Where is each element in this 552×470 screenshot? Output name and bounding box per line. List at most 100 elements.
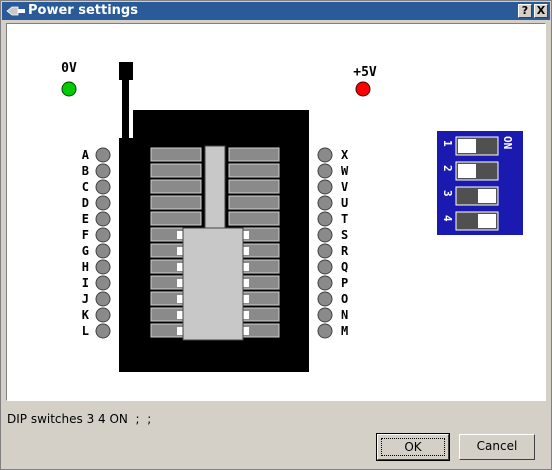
pin-label-left: H — [82, 260, 89, 274]
dip-switch-number: 4 — [441, 215, 454, 222]
app-icon — [6, 6, 25, 16]
title-bar[interactable]: Power settings ? X — [2, 2, 550, 20]
dip-switch-4[interactable] — [455, 211, 499, 231]
socket-slot-left — [150, 211, 202, 226]
pin-pad-left[interactable] — [95, 227, 111, 243]
pin-pad-right[interactable] — [317, 147, 333, 163]
pin-label-right: P — [341, 276, 348, 290]
pin-pad-left[interactable] — [95, 195, 111, 211]
pin-pad-left[interactable] — [95, 259, 111, 275]
pin-pad-left[interactable] — [95, 243, 111, 259]
pin-label-left: A — [82, 148, 90, 162]
pin-pad-right[interactable] — [317, 195, 333, 211]
pin-label-left: G — [82, 244, 89, 258]
dip-switch-knob — [478, 214, 496, 228]
pin-pad-left[interactable] — [95, 179, 111, 195]
pin-label-left: D — [82, 196, 89, 210]
chip-pin-left — [177, 231, 183, 239]
chip-pin-right — [243, 311, 249, 319]
vcc-led — [355, 81, 371, 97]
pin-pad-left[interactable] — [95, 275, 111, 291]
socket-slot-right — [228, 163, 280, 178]
chip-pin-right — [243, 295, 249, 303]
pin-label-right: T — [341, 212, 348, 226]
pin-pad-right[interactable] — [317, 243, 333, 259]
pin-pad-left[interactable] — [95, 323, 111, 339]
pin-label-left: F — [82, 228, 89, 242]
socket-center-slot — [204, 145, 226, 239]
pin-label-left: I — [82, 276, 89, 290]
socket-slot-right — [228, 179, 280, 194]
vcc-label: +5V — [353, 65, 377, 80]
chip-pin-left — [177, 295, 183, 303]
pin-pad-right[interactable] — [317, 307, 333, 323]
chip-pin-left — [177, 279, 183, 287]
pin-pad-left[interactable] — [95, 307, 111, 323]
pin-label-right: Q — [341, 260, 348, 274]
socket-slot-left — [150, 195, 202, 210]
pin-pad-left[interactable] — [95, 147, 111, 163]
pin-label-left: C — [82, 180, 89, 194]
dip-switch-number: 1 — [441, 140, 454, 147]
close-button[interactable]: X — [534, 4, 548, 18]
ic-chip — [182, 227, 244, 341]
pin-pad-right[interactable] — [317, 275, 333, 291]
pin-label-right: U — [341, 196, 348, 210]
pin-pad-right[interactable] — [317, 227, 333, 243]
chip-pin-right — [243, 263, 249, 271]
dip-switch-3[interactable] — [455, 186, 499, 206]
pin-pad-right[interactable] — [317, 179, 333, 195]
pin-pad-right[interactable] — [317, 163, 333, 179]
socket-slot-left — [150, 179, 202, 194]
gnd-label: 0V — [61, 61, 77, 76]
socket-slot-right — [228, 195, 280, 210]
chip-pin-right — [243, 231, 249, 239]
pin-pad-right[interactable] — [317, 323, 333, 339]
cancel-button[interactable]: Cancel — [459, 434, 535, 460]
ok-button[interactable]: OK — [376, 433, 450, 461]
pin-label-left: B — [82, 164, 89, 178]
pin-label-left: E — [82, 212, 89, 226]
pin-label-left: J — [82, 292, 89, 306]
pin-label-left: L — [82, 324, 89, 338]
status-text: DIP switches 3 4 ON ; ; — [7, 412, 152, 426]
zif-lever-arm[interactable] — [122, 78, 129, 138]
chip-pin-right — [243, 279, 249, 287]
pin-label-right: M — [341, 324, 348, 338]
pin-label-right: N — [341, 308, 348, 322]
pin-label-right: V — [341, 180, 348, 194]
dip-switch-number: 2 — [441, 165, 454, 172]
pin-pad-left[interactable] — [95, 163, 111, 179]
window-title: Power settings — [28, 3, 138, 18]
socket-slot-left — [150, 147, 202, 162]
dip-on-label: ON — [501, 136, 514, 149]
dip-switch-block: ON 1 2 3 4 — [437, 131, 523, 235]
chip-pin-right — [243, 327, 249, 335]
dip-switch-knob — [458, 139, 476, 153]
pin-pad-right[interactable] — [317, 211, 333, 227]
pin-pad-right[interactable] — [317, 291, 333, 307]
ok-button-label: OK — [381, 438, 445, 456]
pin-pad-left[interactable] — [95, 211, 111, 227]
pin-label-right: O — [341, 292, 348, 306]
dip-switch-2[interactable] — [455, 161, 499, 181]
socket-slot-right — [228, 211, 280, 226]
help-button[interactable]: ? — [518, 4, 532, 18]
pin-label-left: K — [82, 308, 90, 322]
dip-switch-knob — [478, 189, 496, 203]
gnd-led — [61, 81, 77, 97]
dip-switch-number: 3 — [441, 190, 454, 197]
zif-lever-knob[interactable] — [119, 62, 133, 80]
socket-slot-right — [228, 147, 280, 162]
pin-pad-right[interactable] — [317, 259, 333, 275]
pin-label-right: X — [341, 148, 349, 162]
pin-pad-left[interactable] — [95, 291, 111, 307]
dip-switch-1[interactable] — [455, 136, 499, 156]
dip-switch-knob — [458, 164, 476, 178]
pin-label-right: R — [341, 244, 349, 258]
socket-slot-left — [150, 163, 202, 178]
chip-pin-left — [177, 263, 183, 271]
